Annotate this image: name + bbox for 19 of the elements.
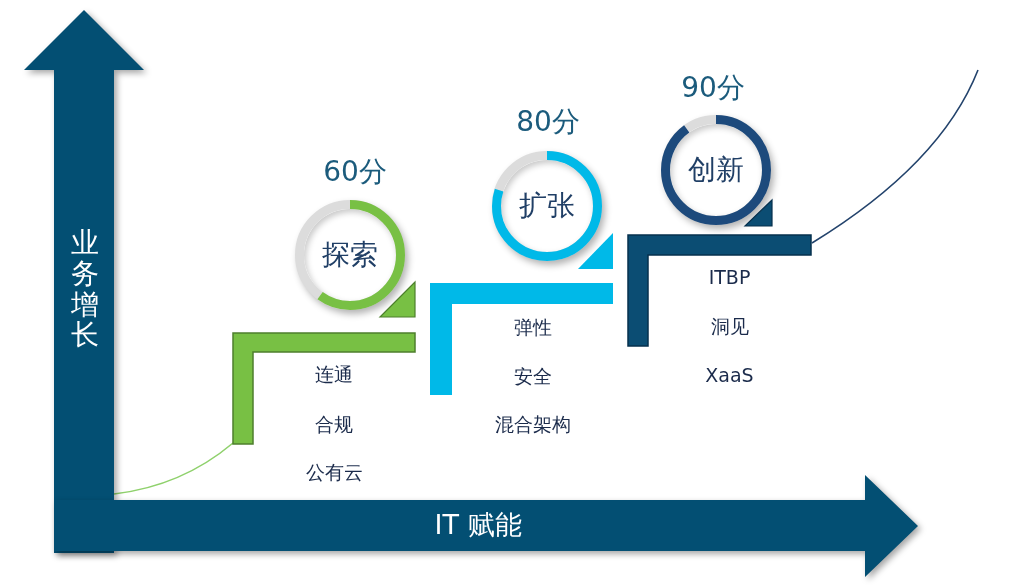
score-label: 60分 [323,154,387,190]
stage-label: 探索 [322,237,378,273]
stage-item: 连通 [315,362,353,387]
stage-item: 洞见 [710,314,749,339]
score-label: 90分 [681,70,745,106]
stage-item: XaaS [705,364,754,386]
score-label: 80分 [516,104,580,140]
stage-item: 合规 [315,412,353,437]
stage-item: 混合架构 [494,412,571,437]
growth-curve [811,69,979,244]
stage-item: 弹性 [513,315,552,340]
axis-title: 业务增长 [71,228,99,352]
stage-label: 扩张 [519,188,575,224]
stage-item: 安全 [513,364,552,389]
growth-curve [113,442,234,495]
stage-item: ITBP [708,266,751,288]
stage-item: 公有云 [305,460,363,485]
axis-title: IT 赋能 [434,508,522,542]
stage-label: 创新 [688,152,744,188]
